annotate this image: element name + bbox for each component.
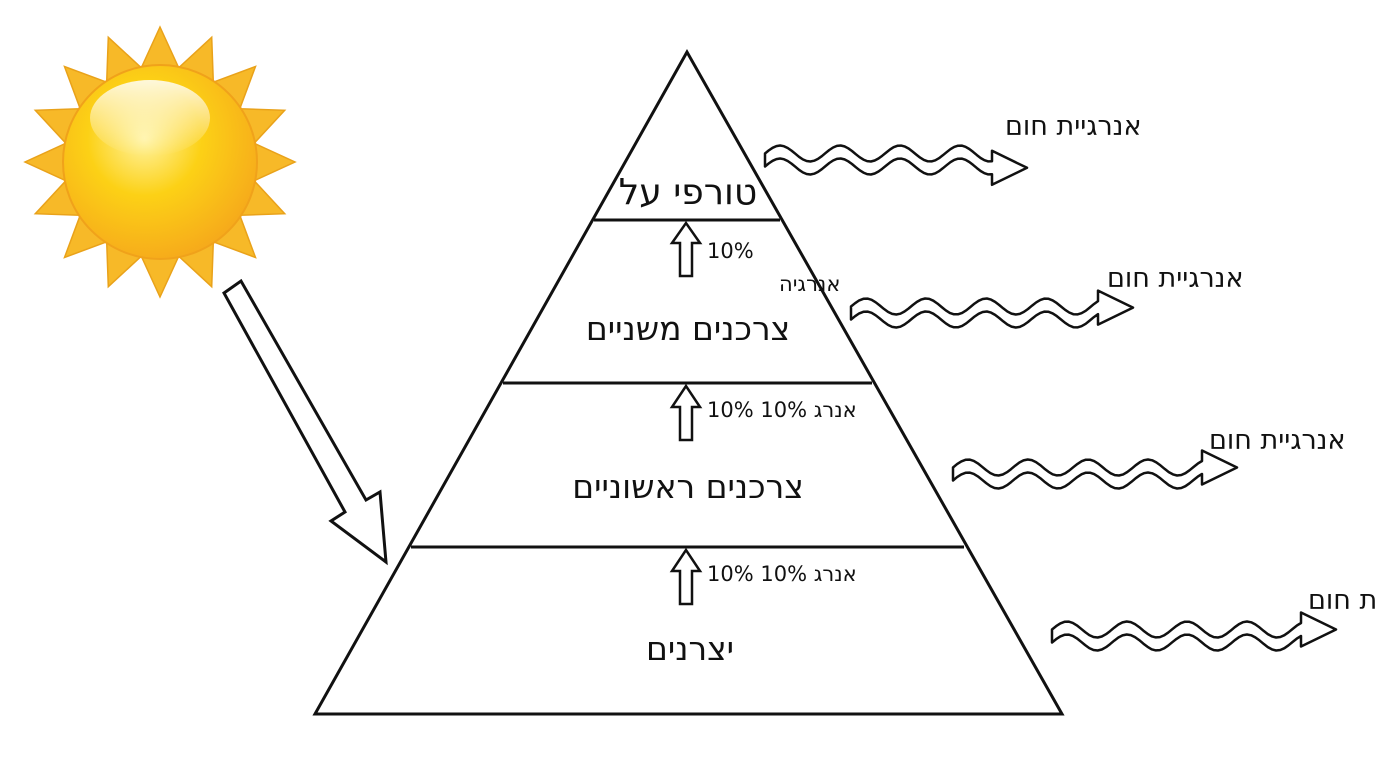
heat-wavy-arrow-icon xyxy=(1050,611,1338,652)
pyramid: טורפי על צרכנים משניים צרכנים ראשוניים י… xyxy=(312,48,1065,716)
level-label-producers: יצרנים xyxy=(646,629,734,668)
level-label-secondary-consumers: צרכנים משניים xyxy=(586,309,790,348)
heat-label: אנרגיית חום xyxy=(1005,111,1142,142)
sunlight-arrow-icon xyxy=(222,278,388,566)
heat-label: אנרגיית חום xyxy=(1107,263,1244,294)
transfer-label-top-word: אנרגיה xyxy=(779,272,840,296)
transfer-label-top-percent: 10% xyxy=(707,239,754,263)
transfer-arrow-up-icon xyxy=(669,547,703,606)
sun-icon xyxy=(23,25,297,299)
heat-label: אנרגיית חום xyxy=(1308,585,1376,616)
heat-wavy-arrow-icon xyxy=(951,449,1239,490)
level-label-primary-consumers: צרכנים ראשוניים xyxy=(572,467,804,506)
heat-wavy-arrow-icon xyxy=(849,289,1135,329)
transfer-label-bottom: 10% אנרג 10% xyxy=(707,562,857,586)
transfer-label-middle: 10% אנרג 10% xyxy=(707,398,857,422)
heat-wavy-arrow-icon xyxy=(763,144,1029,187)
heat-output-group: אנרגיית חום אנרגיית חום אנרגיית חום אנרג… xyxy=(763,111,1376,652)
transfer-arrow-up-icon xyxy=(669,383,703,442)
sun-highlight xyxy=(90,80,210,156)
heat-label: אנרגיית חום xyxy=(1209,425,1346,456)
transfer-arrow-up-icon xyxy=(669,220,703,278)
level-label-apex: טורפי על xyxy=(619,172,757,213)
